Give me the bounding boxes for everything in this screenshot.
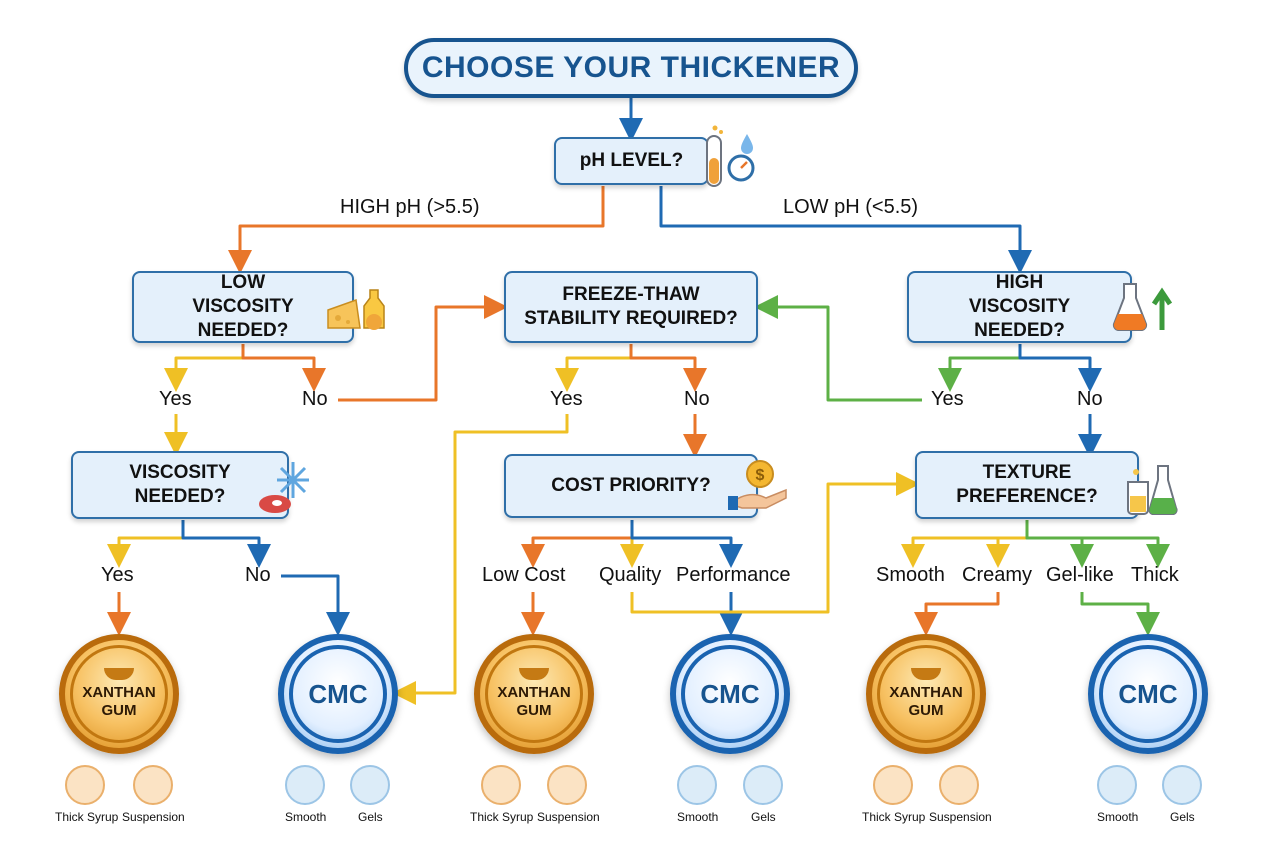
viscosity-node: VISCOSITY NEEDED? [71,451,289,519]
arrow-ft-no [629,344,707,392]
arrow-gel-to-cmc3 [1080,592,1160,636]
result-cmc: CMC [670,634,790,754]
ph-level-node: pH LEVEL? [554,137,709,185]
arrow-creamy-to-xg3 [914,592,1000,636]
bowl-icon [481,765,521,805]
arrow-lv-yes [164,344,245,392]
cream-icon [1162,765,1202,805]
arrow-lv-no [241,344,326,392]
bowl-icon [1097,765,1137,805]
result-cmc: CMC [278,634,398,754]
up-arrow-icon [1151,287,1173,330]
use-label: Gels [751,810,776,824]
label-creamy: Creamy [962,564,1033,586]
xanthan-bowl-icon [104,668,134,680]
label-smooth: Smooth [876,564,945,586]
low-viscosity-node: LOW VISCOSITY NEEDED? [132,271,354,343]
cheese-icon [327,289,385,330]
freeze-thaw-node: FREEZE-THAW STABILITY REQUIRED? [504,271,758,343]
label-low-cost: Low Cost [482,564,566,586]
label-quality: Quality [599,564,662,586]
bowl-icon [285,765,325,805]
snowflake-icon [259,462,309,513]
arrow-cost-low [521,520,634,568]
jar-icon [133,765,173,805]
label-gel-like: Gel-like [1046,564,1114,586]
arrow-v-no-to-cmc1 [281,574,350,636]
flask-icon [1112,283,1173,331]
bowl-icon [677,765,717,805]
arrow-no-to-freeze [338,295,508,402]
use-label: Gels [1170,810,1195,824]
beaker-icon [1127,465,1178,516]
label-ft-no: No [684,388,710,410]
arrow-v-no [181,520,271,568]
label-lv-yes: Yes [159,388,192,410]
label-ft-yes: Yes [550,388,583,410]
arrow-v-yes [107,520,185,568]
use-label: Thick Syrup [470,810,534,824]
bowl-icon [65,765,105,805]
label-low-ph: LOW pH (<5.5) [783,196,919,218]
label-v-yes: Yes [101,564,134,586]
label-thick: Thick [1131,564,1179,586]
label-lv-no: No [302,388,328,410]
arrow-low-ph [659,186,1032,274]
arrow-quality-to-texture [630,472,920,614]
cost-priority-node: COST PRIORITY? [504,454,758,518]
arrow-hv-no [1018,344,1102,392]
use-label: Suspension [122,810,185,824]
xanthan-bowl-icon [519,668,549,680]
arrow-hv-yes [938,344,1022,392]
label-v-no: No [245,564,271,586]
arrow-high-ph [228,186,605,274]
use-label: Thick Syrup [862,810,926,824]
label-performance: Performance [676,564,791,586]
use-label: Suspension [929,810,992,824]
cream-icon [743,765,783,805]
use-label: Suspension [537,810,600,824]
bowl-icon [873,765,913,805]
label-high-ph: HIGH pH (>5.5) [340,196,480,218]
page-title: CHOOSE YOUR THICKENER [404,38,858,98]
result-cmc: CMC [1088,634,1208,754]
use-label: Smooth [1097,810,1139,824]
use-label: Smooth [677,810,719,824]
arrow-ft-yes-to-cmc [392,414,569,705]
use-label: Gels [358,810,383,824]
use-label: Thick Syrup [55,810,119,824]
texture-node: TEXTURE PREFERENCE? [915,451,1139,519]
cream-icon [350,765,390,805]
label-hv-yes: Yes [931,388,964,410]
arrow-cost-perf [630,520,743,568]
arrow-ft-yes [555,344,633,392]
arrow-tex-creamy [986,520,1029,568]
label-hv-no: No [1077,388,1103,410]
use-label: Smooth [285,810,327,824]
high-viscosity-node: HIGH VISCOSITY NEEDED? [907,271,1132,343]
arrow-hv-yes-to-freeze [754,295,922,402]
test-tube-icon [706,125,755,187]
coin-hand-icon: $ [728,460,787,510]
xanthan-bowl-icon [911,668,941,680]
svg-text:$: $ [756,467,765,484]
arrow-tex-thick [1025,520,1170,568]
jar-icon [939,765,979,805]
jar-icon [547,765,587,805]
